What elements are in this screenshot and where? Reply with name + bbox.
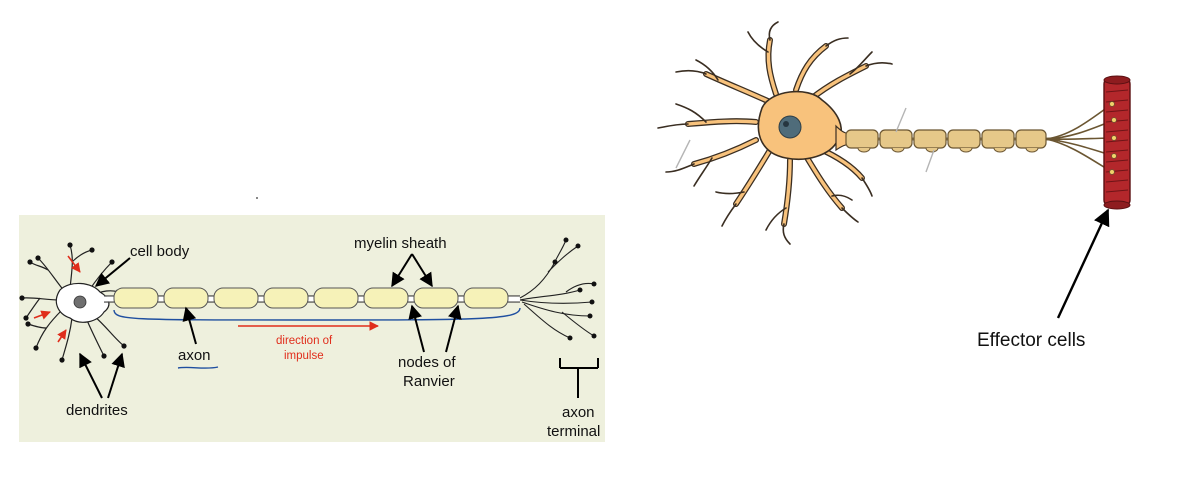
label-axon-terminal-line1: axon <box>562 404 595 421</box>
label-dendrites: dendrites <box>66 402 128 419</box>
left-panel-background <box>19 215 605 442</box>
myelin-pointer-2 <box>411 253 433 288</box>
axon-terminal-bracket <box>559 358 599 398</box>
right-myelin-bumps <box>857 147 1039 153</box>
left-dendrite-tips <box>19 242 127 363</box>
right-nucleus <box>778 115 802 139</box>
right-nucleolus <box>783 121 789 127</box>
label-nodes-line2: Ranvier <box>403 373 455 390</box>
left-myelin-segments <box>113 287 509 309</box>
label-myelin-sheath: myelin sheath <box>354 235 447 252</box>
stray-dot <box>256 197 258 199</box>
axon-pointer <box>182 306 197 345</box>
myelin-pointer-1 <box>391 253 413 288</box>
left-axon-bracket <box>113 307 521 321</box>
nodes-pointer-2 <box>445 304 462 353</box>
dendrites-pointer-2 <box>107 352 125 399</box>
nodes-pointer-1 <box>408 304 425 353</box>
label-direction-line1: direction of <box>276 335 333 347</box>
right-myelin-segments <box>845 129 1047 149</box>
label-axon: axon <box>178 347 211 364</box>
label-nodes-line1: nodes of <box>398 354 456 371</box>
right-faint-lines <box>675 107 935 173</box>
label-axon-terminal-line2: terminal <box>547 423 600 440</box>
left-input-arrows <box>33 255 81 343</box>
left-neuron-diagram: cell body myelin sheath axon direction o… <box>19 215 605 442</box>
effector-cell <box>1103 75 1131 210</box>
left-nucleus <box>73 295 87 309</box>
label-cell-body: cell body <box>130 243 190 260</box>
label-effector-cells: Effector cells <box>977 330 1085 351</box>
left-axon-terminal-tips <box>552 237 597 341</box>
label-direction-line2: impulse <box>284 350 324 362</box>
left-axon-terminal-branches <box>519 239 595 339</box>
effector-pointer <box>1056 208 1110 319</box>
axon-label-underline <box>177 366 219 369</box>
left-pointer-arrows <box>79 253 462 399</box>
cell-body-pointer <box>94 257 131 287</box>
right-dendrites <box>657 21 893 245</box>
dendrites-pointer-1 <box>79 352 103 399</box>
right-neuron-diagram: Effector cells <box>657 21 1131 351</box>
